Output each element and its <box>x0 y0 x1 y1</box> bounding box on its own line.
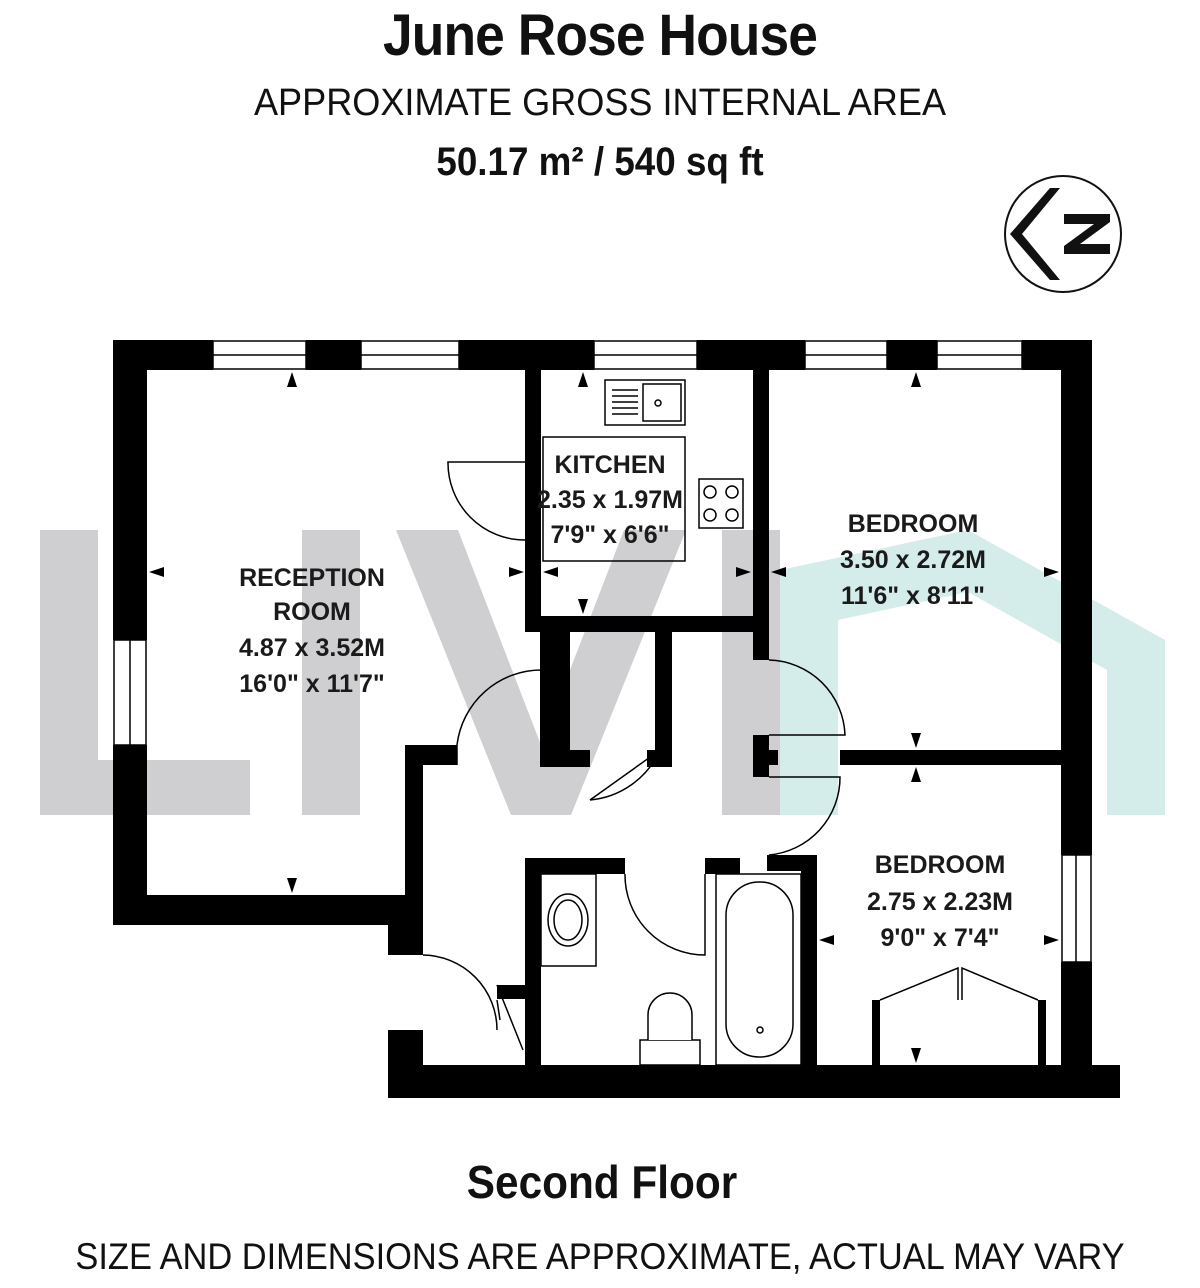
reception-name-line1: RECEPTION <box>239 564 385 592</box>
bathtub-icon <box>715 873 802 1066</box>
bedroom2-imperial: 9'0" x 7'4" <box>880 924 999 952</box>
reception-imperial: 16'0" x 11'7" <box>239 670 384 698</box>
kitchen-imperial: 7'9" x 6'6" <box>550 521 669 549</box>
floor-label: Second Floor <box>466 1156 738 1208</box>
bedroom1-metric: 3.50 x 2.72M <box>840 546 986 574</box>
door-swings <box>422 461 1039 1051</box>
plan-subtitle: APPROXIMATE GROSS INTERNAL AREA <box>253 82 947 124</box>
fixtures <box>540 379 802 1066</box>
hob-icon <box>698 478 744 529</box>
bedroom1-name: BEDROOM <box>848 510 979 538</box>
bedroom2-metric: 2.75 x 2.23M <box>867 888 1013 916</box>
sink-icon <box>604 379 686 426</box>
disclaimer: SIZE AND DIMENSIONS ARE APPROXIMATE, ACT… <box>75 1236 1125 1277</box>
bedroom1-imperial: 11'6" x 8'11" <box>841 582 985 610</box>
walls <box>113 340 1120 1098</box>
gross-area: 50.17 m² / 540 sq ft <box>436 140 764 184</box>
reception-metric: 4.87 x 3.52M <box>239 634 385 662</box>
plan-title: June Rose House <box>383 3 818 68</box>
north-arrow-icon <box>1004 175 1122 293</box>
windows <box>113 340 1092 963</box>
toilet-icon <box>639 992 701 1066</box>
bedroom2-name: BEDROOM <box>875 851 1006 879</box>
livin-logo-watermark <box>40 530 1165 815</box>
reception-name-line2: ROOM <box>273 598 351 626</box>
kitchen-metric: 2.35 x 1.97M <box>537 486 683 514</box>
kitchen-name: KITCHEN <box>554 451 665 479</box>
dimension-arrows <box>149 372 1059 1063</box>
room-labels: RECEPTION ROOM 4.87 x 3.52M 16'0" x 11'7… <box>239 451 1013 952</box>
basin-icon <box>540 873 597 967</box>
